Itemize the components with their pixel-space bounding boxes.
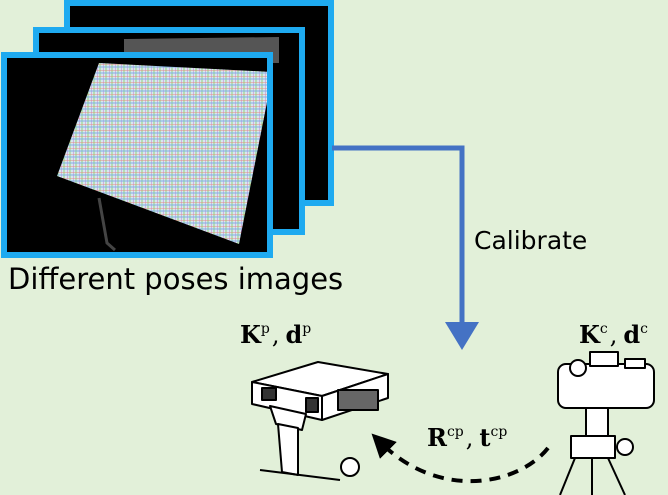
extrinsic-r-symbol: R bbox=[427, 423, 447, 452]
calibrate-label: Calibrate bbox=[474, 226, 588, 255]
projector-d-symbol: d bbox=[285, 320, 303, 349]
extrinsic-r-superscript: cp bbox=[446, 424, 464, 440]
camera-params: Kc,dc bbox=[579, 320, 648, 349]
camera-d-symbol: d bbox=[623, 320, 641, 349]
extrinsic-t-symbol: t bbox=[479, 423, 491, 452]
front-photo-content bbox=[57, 63, 273, 252]
extrinsic-params: Rcp,tcp bbox=[427, 423, 507, 452]
camera-icon bbox=[557, 351, 655, 495]
projector-params: Kp,dp bbox=[240, 320, 311, 349]
projector-icon bbox=[251, 361, 389, 481]
calibration-photo-front bbox=[1, 52, 273, 258]
projector-param-separator: , bbox=[271, 321, 280, 349]
camera-k-symbol: K bbox=[579, 320, 600, 349]
photos-caption: Different poses images bbox=[8, 262, 344, 296]
projector-d-superscript: p bbox=[302, 321, 312, 337]
extrinsic-t-superscript: cp bbox=[490, 424, 508, 440]
calibrate-arrow-shaft bbox=[332, 145, 465, 322]
extrinsic-dashed-arrow bbox=[371, 433, 550, 484]
projected-grid-board bbox=[57, 63, 273, 244]
camera-k-superscript: c bbox=[599, 321, 608, 337]
projector-k-superscript: p bbox=[260, 321, 270, 337]
camera-d-superscript: c bbox=[640, 321, 648, 337]
projector-k-symbol: K bbox=[240, 320, 261, 349]
camera-param-separator: , bbox=[609, 321, 618, 349]
extrinsic-param-separator: , bbox=[465, 424, 474, 452]
calibrate-arrow-head bbox=[445, 322, 479, 350]
